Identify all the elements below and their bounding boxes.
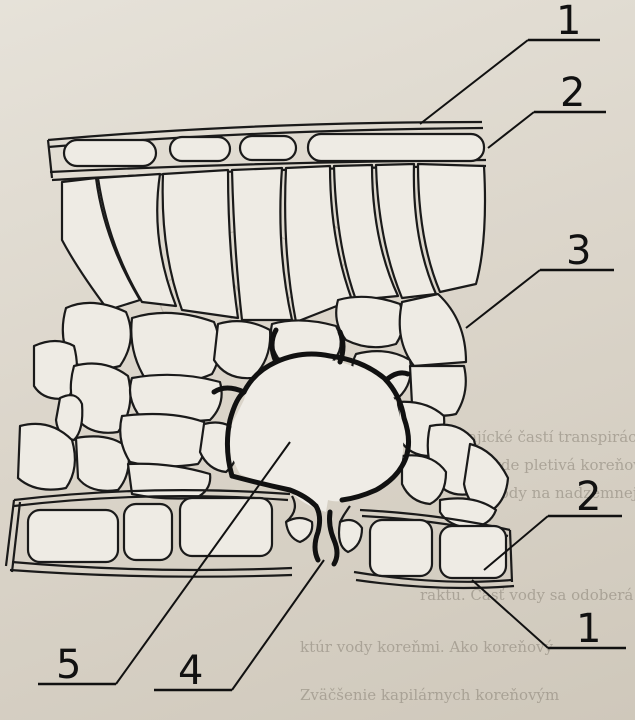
label-group-3: 3 — [466, 228, 614, 328]
label-1-top: 1 — [556, 0, 581, 44]
bleed-line-6: Zväčšenie kapilárnych koreňovým — [300, 686, 559, 704]
label-group-4: 4 — [154, 560, 324, 694]
label-group-2-top: 2 — [488, 70, 606, 148]
label-2-top: 2 — [560, 70, 585, 116]
label-3: 3 — [566, 228, 591, 274]
label-5: 5 — [56, 642, 81, 688]
bleed-line-5: ktúr vody koreňmi. Ako koreňový — [300, 638, 554, 656]
label-2-bottom: 2 — [576, 474, 601, 520]
label-1-bottom: 1 — [576, 606, 601, 652]
lower-epidermis — [6, 490, 514, 588]
label-4: 4 — [178, 648, 203, 694]
bleed-line-1: ajícké častí transpirácie je — [468, 428, 635, 446]
